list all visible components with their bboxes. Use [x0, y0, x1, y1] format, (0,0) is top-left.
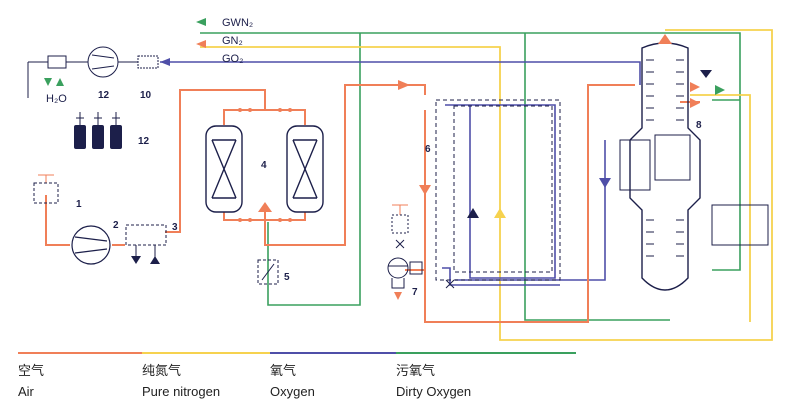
filter-box-left [47, 55, 67, 69]
legend-label-cn: 污氧气 [396, 364, 436, 379]
column-sump [645, 281, 685, 291]
legend-label-cn: 氧气 [270, 364, 297, 379]
legend-swatch-air [18, 352, 198, 354]
cooler-water-arrow [150, 256, 160, 264]
adsorber-inlet-arrow [258, 202, 272, 212]
dirty-oxygen-lines [200, 32, 741, 321]
label-11: 12 [98, 90, 110, 101]
compressor-11 [87, 46, 119, 78]
gas-cylinders-12 [74, 112, 122, 149]
hx-flow-arrow-1 [467, 208, 479, 218]
column-trays [646, 59, 684, 257]
h2o-out-arrow [44, 78, 52, 86]
label-6: 6 [425, 144, 431, 155]
gwn2-stream: GWN₂ [196, 17, 253, 29]
process-flow-diagram: GWN₂ GN₂ GO₂ H₂O 12 10 12 1 [27, 17, 773, 341]
hx-flow-arrow-3 [599, 178, 611, 188]
label-3: 3 [172, 222, 178, 233]
column-top-arrow [658, 34, 672, 44]
h2o-label: H₂O [46, 93, 67, 105]
cooler-drain-arrow [131, 256, 141, 264]
air-lines [45, 84, 700, 323]
legend-swatch-dirty-oxygen [396, 352, 576, 354]
legend-label-en: Oxygen [270, 384, 315, 399]
legend-label-en: Pure nitrogen [142, 384, 221, 399]
adsorber-vessels-4 [205, 125, 324, 213]
label-1: 1 [76, 199, 82, 210]
air-compressor-2 [71, 225, 111, 265]
gn2-label: GN₂ [222, 35, 243, 47]
go2-stream: GO₂ [160, 53, 243, 66]
legend-label-cn: 纯氮气 [142, 364, 182, 379]
label-4: 4 [261, 160, 267, 171]
expansion-turbine-7 [387, 204, 423, 289]
legend: 空气 Air 纯氮气 Pure nitrogen 氧气 Oxygen 污氧气 D… [18, 352, 798, 412]
pure-nitrogen-lines [200, 29, 773, 341]
heater-5 [257, 259, 279, 285]
legend-item-air: 空气 Air [18, 352, 198, 400]
column-side-arrow-1 [700, 70, 712, 78]
distillation-column-8 [619, 42, 769, 291]
compressor-train [27, 46, 159, 98]
legend-item-dirty-oxygen: 污氧气 Dirty Oxygen [396, 352, 576, 400]
label-10: 10 [140, 90, 152, 101]
gwn2-arrow [196, 18, 206, 26]
label-7: 7 [412, 287, 418, 298]
column-side-arrow-3 [715, 85, 725, 95]
h2o-in-arrow [56, 78, 64, 86]
hx-flow-arrow-4 [419, 185, 431, 195]
legend-label-cn: 空气 [18, 364, 45, 379]
legend-swatch-pure-nitrogen [142, 352, 322, 354]
column-side-arrow-2 [690, 82, 700, 92]
cooler-3 [125, 224, 167, 258]
expander-outlet-arrow [394, 292, 402, 300]
column-side-arrow-4 [690, 98, 700, 108]
label-12: 12 [138, 136, 150, 147]
go2-label: GO₂ [222, 53, 243, 65]
legend-swatch-oxygen [270, 352, 450, 354]
hx-flow-arrow-2 [494, 208, 506, 218]
adsorber-valves [238, 108, 292, 222]
legend-label-en: Air [18, 384, 34, 399]
label-5: 5 [284, 272, 290, 283]
oxygen-lines [160, 61, 641, 286]
label-2: 2 [113, 220, 119, 231]
go2-arrow [160, 58, 170, 66]
hx-flow-arrow-5 [398, 80, 410, 90]
legend-item-pure-nitrogen: 纯氮气 Pure nitrogen [142, 352, 322, 400]
gn2-arrow [196, 40, 206, 48]
separator-10 [137, 55, 159, 69]
main-heat-exchanger-6 [435, 99, 561, 281]
legend-item-oxygen: 氧气 Oxygen [270, 352, 450, 400]
gn2-stream: GN₂ [196, 35, 243, 48]
throttle-valve [445, 279, 455, 289]
gwn2-label: GWN₂ [222, 17, 253, 29]
label-8: 8 [696, 120, 702, 131]
legend-label-en: Dirty Oxygen [396, 384, 472, 399]
air-filter-1 [33, 174, 59, 204]
